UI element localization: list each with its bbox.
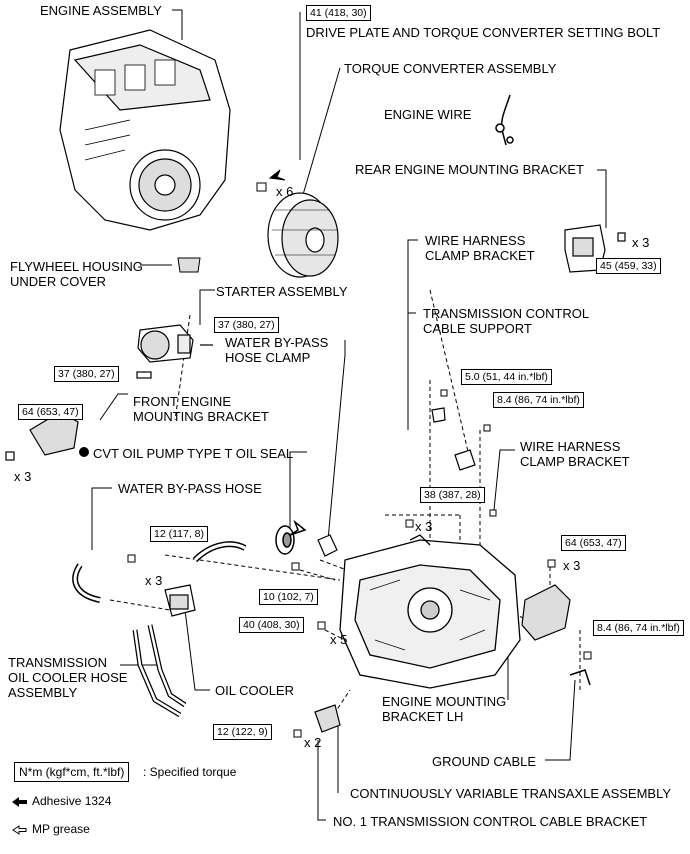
torque-converter-drawing (267, 192, 339, 278)
label-cvt-seal: CVT OIL PUMP TYPE T OIL SEAL (93, 446, 294, 461)
label-cooler-hose-line2: OIL COOLER HOSE (8, 670, 128, 685)
label-engine-assembly: ENGINE ASSEMBLY (40, 3, 162, 18)
bolt-set (127, 389, 592, 738)
label-wire-harness-mid-line1: WIRE HARNESS (520, 439, 621, 454)
label-engine-mount-lh-line2: BRACKET LH (382, 709, 464, 724)
label-tcc-support-line1: TRANSMISSION CONTROL (423, 306, 590, 321)
qty-label: x 3 (632, 235, 650, 250)
torque-box: 8.4 (86, 74 in.*lbf) (493, 392, 584, 408)
label-torque-converter: TORQUE CONVERTER ASSEMBLY (344, 61, 557, 76)
ground-cable-drawing (569, 669, 591, 686)
label-oil-cooler: OIL COOLER (215, 683, 294, 698)
legend-unit-box: N*m (kgf*cm, ft.*lbf) (14, 762, 130, 782)
leader-oil-cooler (184, 609, 210, 691)
tcc-bracket-drawing (314, 704, 341, 733)
torque-box: 12 (117, 8) (150, 526, 209, 542)
oil-cooler-drawing (164, 584, 196, 617)
legend-unit-desc: : Specified torque (143, 765, 237, 779)
qty-label: x 6 (276, 184, 294, 199)
leader-water-hose (91, 487, 112, 550)
label-water-clamp-line1: WATER BY-PASS (225, 335, 329, 350)
label-wire-harness-top-line2: CLAMP BRACKET (425, 248, 535, 263)
qty-label: x 5 (330, 632, 348, 647)
torque-box: 38 (387, 28) (420, 487, 485, 503)
label-engine-wire: ENGINE WIRE (384, 107, 472, 122)
label-cooler-hose-line1: TRANSMISSION (8, 655, 107, 670)
torque-box: 41 (418, 30) (306, 5, 371, 21)
label-wire-harness-top-line1: WIRE HARNESS (425, 233, 526, 248)
engine-wire-drawing (495, 94, 514, 146)
label-drive-plate-bolt: DRIVE PLATE AND TORQUE CONVERTER SETTING… (306, 25, 661, 40)
adhesive-arrow-icon (12, 797, 27, 807)
label-rear-engine-mount: REAR ENGINE MOUNTING BRACKET (355, 162, 584, 177)
torque-box: 40 (408, 30) (239, 617, 304, 633)
tcc-support-drawing (431, 407, 476, 471)
label-tcc-bracket: NO. 1 TRANSMISSION CONTROL CABLE BRACKET (333, 814, 648, 829)
leader-rear-mount (597, 169, 607, 228)
label-wire-harness-mid-line2: CLAMP BRACKET (520, 454, 630, 469)
torque-box: 5.0 (51, 44 in.*lbf) (461, 369, 552, 385)
torque-box: 8.4 (86, 74 in.*lbf) (593, 620, 684, 636)
qty-label: x 3 (415, 519, 433, 534)
label-water-hose: WATER BY-PASS HOSE (118, 481, 262, 496)
leader-wire-harness-mid (493, 449, 515, 511)
leader-torque-converter (299, 67, 341, 206)
grease-arrow-icon (12, 825, 27, 835)
label-flywheel-cover-line1: FLYWHEEL HOUSING (10, 259, 143, 274)
leader-tcc-bracket (317, 740, 326, 821)
leader-ground (545, 679, 576, 761)
torque-box: 64 (653, 47) (18, 404, 83, 420)
qty-label: x 3 (145, 573, 163, 588)
torque-box: 10 (102, 7) (259, 589, 318, 605)
torque-box: 45 (459, 33) (596, 258, 661, 274)
engine-mount-lh-drawing (521, 584, 571, 641)
transaxle-drawing (339, 534, 521, 689)
leader-water-clamp (327, 340, 346, 541)
leader-cvt-seal (289, 451, 307, 530)
legend-grease: MP grease (32, 822, 90, 836)
label-front-mount-line1: FRONT ENGINE (133, 394, 231, 409)
leader-wire-harness-top (407, 239, 418, 430)
qty-label: x 3 (563, 558, 581, 573)
engine-assembly-drawing (59, 29, 231, 231)
qty-label: x 3 (14, 469, 32, 484)
label-engine-mount-lh-line1: ENGINE MOUNTING (382, 694, 507, 709)
label-tcc-support-line2: CABLE SUPPORT (423, 321, 532, 336)
label-front-mount-line2: MOUNTING BRACKET (133, 409, 269, 424)
hose-clamp-drawing (317, 534, 338, 557)
leader-front-mount (99, 393, 128, 421)
starter-drawing (136, 324, 213, 379)
leader-tcc-support (407, 312, 416, 350)
setting-bolt-drawing (256, 169, 286, 192)
leader-engine (172, 9, 183, 40)
oil-seal-drawing (275, 519, 307, 555)
qty-label: x 2 (304, 735, 322, 750)
label-cvt-transaxle: CONTINUOUSLY VARIABLE TRANSAXLE ASSEMBLY (350, 786, 672, 801)
label-starter: STARTER ASSEMBLY (216, 284, 348, 299)
label-water-clamp-line2: HOSE CLAMP (225, 350, 311, 365)
torque-box: 64 (653, 47) (561, 535, 626, 551)
label-cooler-hose-line3: ASSEMBLY (8, 685, 78, 700)
label-flywheel-cover-line2: UNDER COVER (10, 274, 107, 289)
torque-box: 37 (380, 27) (214, 317, 279, 333)
flywheel-cover-drawing (177, 257, 201, 273)
seal-dot-icon (79, 447, 89, 457)
legend-adhesive: Adhesive 1324 (32, 794, 112, 808)
torque-box: 12 (122, 9) (213, 724, 272, 740)
leader-starter (199, 289, 215, 325)
torque-box: 37 (380, 27) (54, 366, 119, 382)
label-ground-cable: GROUND CABLE (432, 754, 537, 769)
rear-mount-bracket-drawing (564, 224, 626, 273)
